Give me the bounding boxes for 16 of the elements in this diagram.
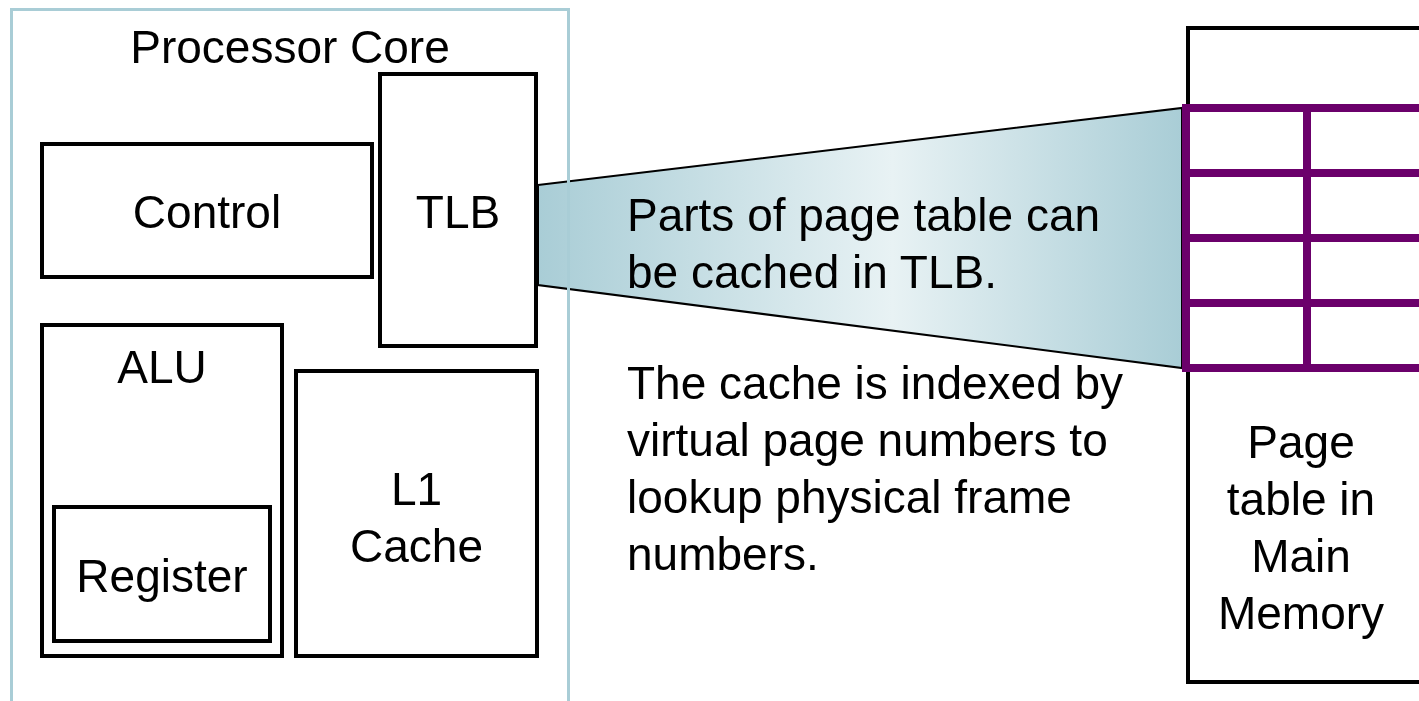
register-box bbox=[52, 505, 272, 643]
note-text: Parts of page table can be cached in TLB. bbox=[627, 188, 1102, 300]
node-label: Processor Core bbox=[130, 20, 450, 75]
processor-core-panel bbox=[10, 8, 570, 701]
tlb-box bbox=[378, 72, 538, 348]
node-label: TLB bbox=[415, 185, 501, 240]
node-label: Control bbox=[132, 185, 282, 240]
node-label: ALU bbox=[117, 340, 207, 395]
alu-box bbox=[40, 323, 284, 658]
control-box bbox=[40, 142, 374, 279]
node-label: L1 Cache bbox=[349, 462, 484, 574]
node-label: Register bbox=[76, 549, 248, 604]
note-text: The cache is indexed by virtual page numbers to lookup physical frame numbers. bbox=[627, 356, 1125, 582]
node-label: Page table in Main Memory bbox=[1216, 415, 1386, 641]
memory-box bbox=[1186, 26, 1419, 684]
cache-box bbox=[294, 369, 539, 658]
